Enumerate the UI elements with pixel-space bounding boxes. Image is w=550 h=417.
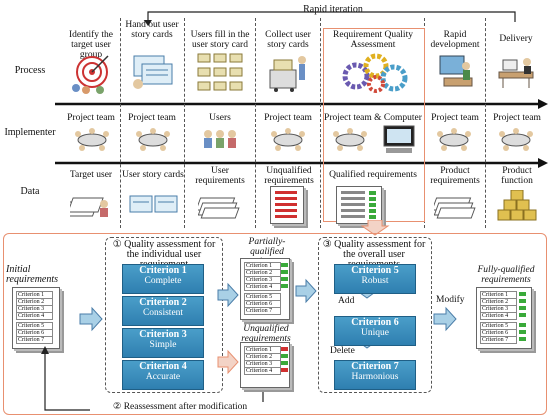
reassessment-label: ② Reassessment after modification	[90, 402, 270, 412]
team-meeting-icon	[437, 128, 471, 151]
users-fill-cards-icon	[197, 53, 243, 91]
step-title-5: Requirement Quality Assessment	[333, 30, 413, 50]
target-user-icon	[72, 55, 109, 94]
fully-qualified-label: Fully-qualified requirements	[477, 265, 535, 285]
detail-connector-arrow	[360, 220, 390, 236]
unqualified-sheet-icon	[270, 186, 304, 224]
flow-arrows	[55, 99, 548, 168]
row-label-process: Process	[14, 65, 46, 76]
data-label-4: Unqualified requirements	[264, 166, 314, 186]
rapid-iteration-label: Rapid iteration	[303, 4, 363, 15]
separator	[120, 18, 121, 228]
separator	[255, 18, 256, 228]
separator	[485, 18, 486, 228]
delete-label: Delete	[330, 346, 355, 356]
team-meeting-icon	[499, 128, 533, 151]
implementer-1: Project team	[67, 113, 115, 123]
implementer-2: Project team	[128, 113, 176, 123]
users-group-icon	[204, 130, 236, 148]
delivery-icon	[498, 58, 534, 88]
team-meeting-icon	[333, 128, 367, 151]
team-meeting-icon	[271, 128, 305, 151]
story-card-handout-icon	[133, 55, 173, 89]
user-requirements-stack-icon	[198, 197, 240, 219]
data-label-5: Qualified requirements	[329, 170, 417, 180]
product-requirements-stack-icon	[434, 197, 476, 219]
gears-icon	[342, 53, 408, 93]
unqualified-label: Unqualified requirements	[241, 324, 291, 344]
separator	[184, 18, 185, 228]
unqualified-sheet: Criterion 1 Criterion 2 Criterion 3 Crit…	[240, 342, 290, 388]
team-meeting-icon	[75, 128, 109, 151]
implementer-3: Users	[209, 113, 231, 123]
step-title-1: Identify the target user group	[68, 30, 114, 60]
fully-qualified-sheet: Criterion 1 Criterion 2 Criterion 3 Crit…	[476, 287, 532, 349]
story-cards-icon	[129, 195, 178, 213]
separator	[320, 18, 321, 228]
initial-requirements-label: Initial requirements	[6, 264, 59, 285]
initial-requirements-sheet: Criterion 1 Criterion 2 Criterion 3 Crit…	[12, 287, 60, 349]
step-title-7: Delivery	[499, 34, 533, 44]
qualified-sheet-icon	[336, 186, 382, 224]
step-title-3: Users fill in the user story card	[190, 30, 250, 50]
implementer-5: Project team & Computer	[324, 113, 422, 123]
partial-sheet: Criterion 1 Criterion 2 Criterion 3 Crit…	[240, 258, 290, 320]
product-function-blocks-icon	[497, 190, 537, 221]
implementer-7: Project team	[493, 113, 541, 123]
implementer-6: Project team	[431, 113, 479, 123]
data-label-3: User requirements	[195, 166, 245, 186]
collect-cards-icon	[269, 56, 306, 92]
target-user-cards-icon	[70, 197, 108, 217]
section1-box	[105, 237, 223, 393]
rapid-iteration-loop	[144, 11, 516, 26]
bottom-flow-arrows	[41, 278, 457, 411]
team-meeting-icon	[136, 128, 170, 151]
data-label-2: User story cards	[122, 170, 184, 180]
row-label-implementer: Implementer	[4, 127, 56, 138]
row-label-data: Data	[20, 186, 40, 197]
implementer-4: Project team	[264, 113, 312, 123]
data-label-6: Product requirements	[430, 166, 480, 186]
step-title-6: Rapid development	[430, 30, 480, 50]
step-title-2: Hand out user story cards	[125, 20, 179, 40]
data-label-1: Target user	[69, 170, 113, 180]
assessment-detail-panel	[3, 233, 547, 415]
modify-label: Modify	[436, 295, 465, 305]
add-label: Add	[338, 296, 355, 306]
section3-box	[318, 237, 432, 393]
computer-icon	[383, 125, 415, 153]
rapid-development-icon	[439, 55, 473, 87]
step-title-4: Collect user story cards	[265, 30, 311, 50]
data-label-7: Product function	[501, 166, 533, 186]
